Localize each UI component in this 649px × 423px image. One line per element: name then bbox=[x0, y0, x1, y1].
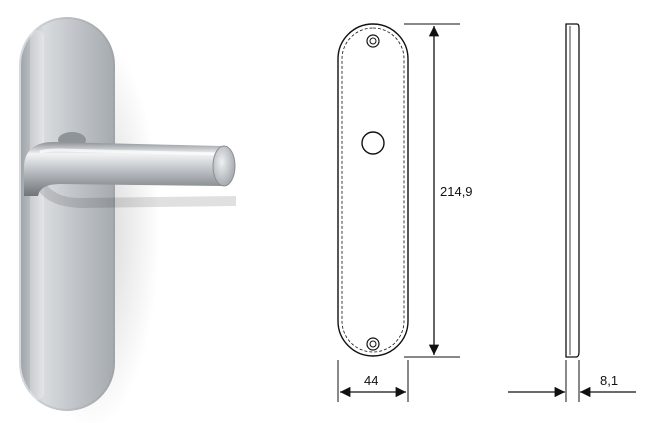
bottom-screw-hole-outer bbox=[366, 337, 380, 351]
side-view-drawing bbox=[565, 23, 580, 358]
height-label: 214,9 bbox=[440, 184, 473, 199]
height-dimension bbox=[404, 23, 460, 358]
bottom-screw-hole-inner bbox=[369, 340, 377, 348]
lever-highlight bbox=[39, 148, 221, 156]
back-plate-edge bbox=[19, 17, 115, 411]
front-view-drawing bbox=[337, 23, 409, 357]
plate-highlight bbox=[30, 30, 44, 400]
lever-body bbox=[24, 142, 222, 196]
lever-shadow bbox=[34, 172, 236, 208]
width-dimension bbox=[337, 360, 409, 402]
thickness-label: 8,1 bbox=[600, 373, 618, 388]
side-profile bbox=[565, 23, 580, 358]
handle-photo bbox=[19, 17, 236, 423]
lever-end-cap bbox=[212, 145, 236, 187]
width-label: 44 bbox=[364, 373, 378, 388]
top-screw-hole-inner bbox=[369, 37, 377, 45]
thickness-dimension bbox=[508, 360, 636, 402]
plate-outline bbox=[337, 23, 409, 357]
back-plate bbox=[20, 18, 114, 410]
spindle-hole bbox=[361, 131, 385, 155]
plate-inner-outline bbox=[341, 27, 405, 353]
top-screw-hole-outer bbox=[366, 34, 380, 48]
